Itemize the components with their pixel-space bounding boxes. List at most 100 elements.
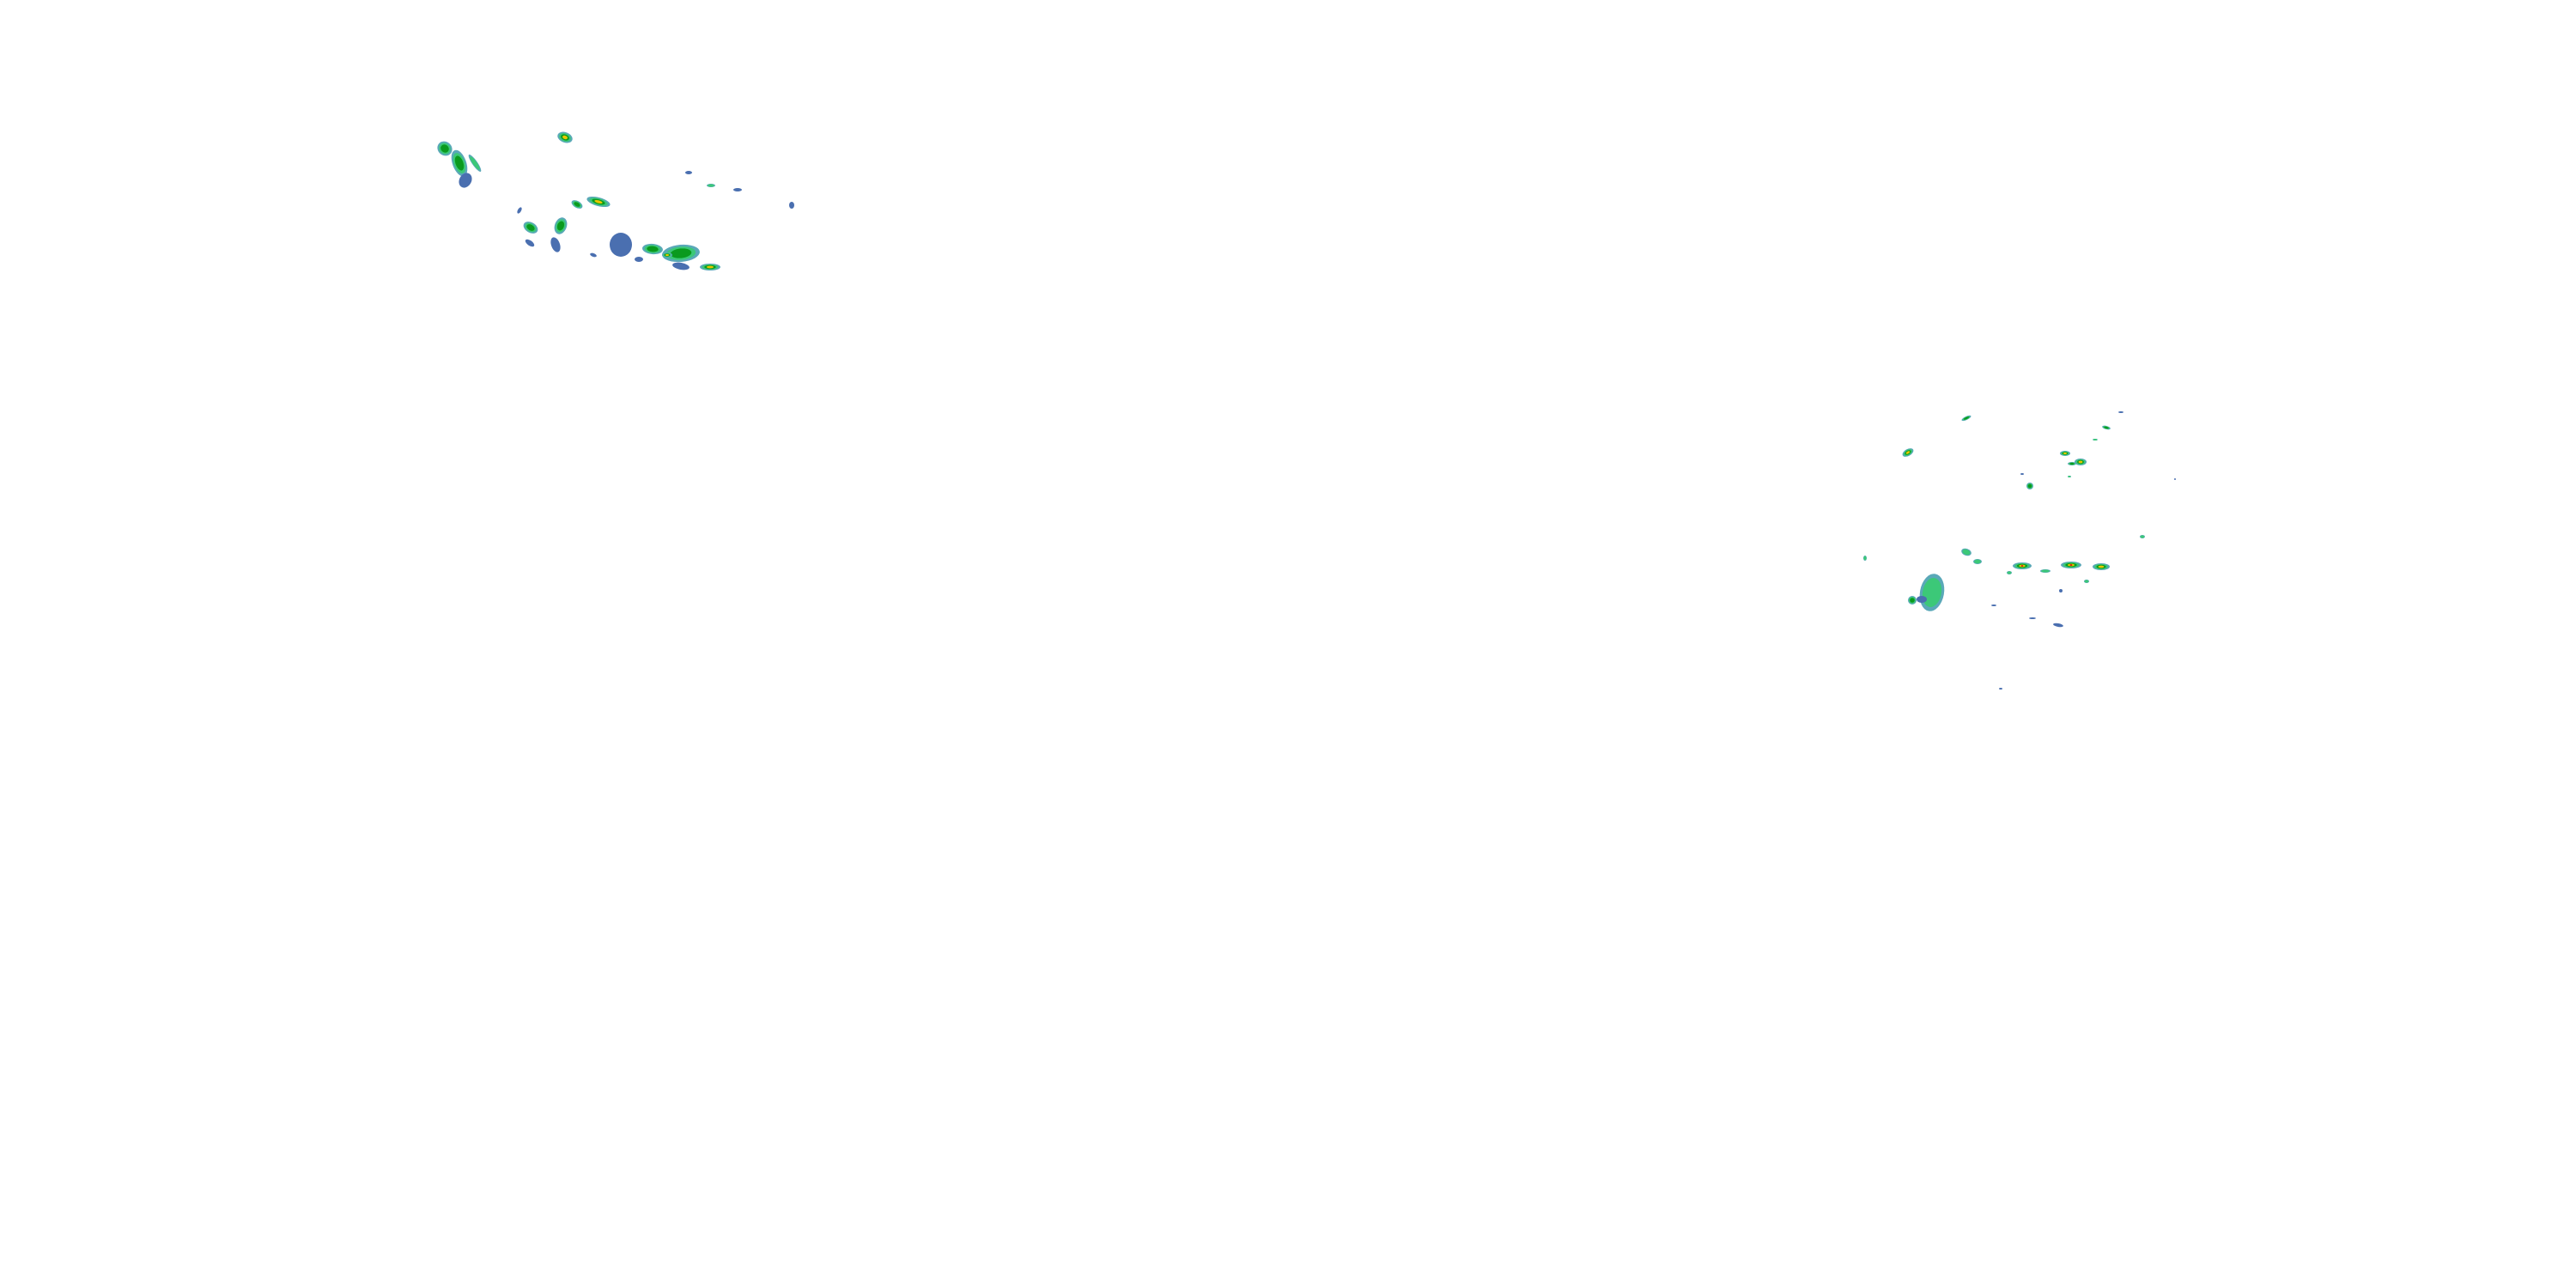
reflectivity-level-0 (2029, 617, 2036, 619)
radar-echo-cell (586, 196, 611, 208)
reflectivity-level-2 (2027, 483, 2032, 489)
reflectivity-level-0 (590, 252, 597, 258)
radar-echo-cell (554, 217, 568, 234)
radar-echo-cell (2174, 478, 2176, 480)
reflectivity-level-1 (1863, 556, 1867, 561)
radar-echo-cell (2075, 459, 2087, 465)
radar-echo-cell (557, 131, 573, 143)
radar-echo-cell (2068, 462, 2076, 465)
radar-echo-cell (610, 233, 632, 257)
radar-echo-cell (437, 141, 453, 156)
radar-echo-cell (571, 200, 583, 209)
radar-echo-cell (523, 222, 538, 234)
reflectivity-level-0 (1991, 605, 1996, 606)
radar-echo-cell (517, 207, 522, 214)
radar-echo-cell (2093, 563, 2110, 570)
radar-echo-cell (2029, 617, 2036, 619)
radar-echo-cell (2061, 562, 2081, 568)
reflectivity-level-2 (2069, 462, 2075, 465)
radar-echo-cell (685, 171, 692, 174)
reflectivity-level-2 (1963, 416, 1970, 420)
radar-echo-cell (1961, 548, 1971, 556)
radar-echo-cell (707, 184, 715, 187)
radar-echo-cell (1863, 556, 1867, 561)
reflectivity-level-2 (670, 248, 692, 258)
radar-echo-cell (1999, 688, 2002, 690)
radar-echo-cell (672, 262, 690, 270)
radar-echo-cell (1917, 596, 1927, 603)
reflectivity-level-0 (635, 257, 643, 262)
reflectivity-level-2 (2104, 426, 2109, 429)
radar-echo-cell (468, 155, 482, 172)
radar-echo-cell (662, 252, 672, 258)
radar-echo-cell (642, 243, 663, 255)
reflectivity-level-1 (2084, 580, 2089, 583)
reflectivity-level-3 (1905, 451, 1911, 454)
reflectivity-level-3 (665, 253, 670, 257)
reflectivity-level-1 (1974, 559, 1981, 564)
radar-echo-cell (2007, 571, 2012, 574)
reflectivity-level-0 (733, 188, 742, 191)
radar-echo-cell (1973, 559, 1982, 564)
radar-echo-cell (2140, 535, 2145, 538)
radar-echo-cell (459, 173, 472, 188)
radar-echo-cell (1902, 448, 1914, 457)
radar-echo-cell (2026, 483, 2033, 489)
radar-echo-cell (2102, 425, 2111, 430)
radar-echo-cell (1919, 574, 1945, 611)
reflectivity-level-0 (1917, 596, 1927, 603)
reflectivity-level-0 (517, 207, 522, 214)
radar-echo-cell (2020, 473, 2024, 475)
radar-echo-cell (2093, 439, 2098, 440)
radar-echo-cell (635, 257, 643, 262)
reflectivity-level-3 (2078, 460, 2083, 464)
radar-echo-cell (1961, 415, 1971, 422)
reflectivity-level-3 (2063, 452, 2068, 455)
reflectivity-level-2 (526, 224, 535, 231)
radar-echo-cell (733, 188, 742, 191)
reflectivity-level-0 (2118, 411, 2123, 413)
reflectivity-level-2 (647, 246, 659, 252)
radar-echo-cell (2060, 451, 2070, 456)
reflectivity-level-0 (550, 237, 561, 252)
reflectivity-level-0 (672, 262, 690, 270)
radar-echo-cell (1991, 605, 1996, 606)
radar-echo-cell (662, 244, 700, 263)
reflectivity-level-1 (2093, 439, 2098, 440)
reflectivity-level-4 (2020, 565, 2024, 567)
reflectivity-level-3 (2098, 565, 2105, 568)
reflectivity-level-1 (1922, 577, 1942, 608)
radar-echo-cell (2059, 589, 2063, 592)
reflectivity-level-2 (454, 155, 465, 171)
reflectivity-level-3 (594, 199, 603, 204)
radar-echo-cell (2053, 623, 2063, 628)
reflectivity-level-0 (2174, 478, 2176, 480)
reflectivity-level-1 (2140, 535, 2145, 538)
reflectivity-level-0 (610, 233, 632, 257)
reflectivity-level-0 (2053, 623, 2063, 628)
reflectivity-level-2 (440, 144, 449, 153)
reflectivity-level-1 (1962, 549, 1971, 556)
reflectivity-level-0 (2059, 589, 2063, 592)
radar-echo-cell (451, 149, 468, 177)
reflectivity-level-3 (562, 135, 568, 140)
reflectivity-level-0 (685, 171, 692, 174)
reflectivity-level-0 (459, 173, 472, 188)
reflectivity-level-0 (789, 202, 794, 209)
radar-echo-cell (700, 264, 720, 270)
reflectivity-level-1 (2007, 571, 2012, 574)
radar-echo-cell (2013, 562, 2032, 569)
reflectivity-level-1 (470, 156, 480, 170)
reflectivity-level-0 (2020, 473, 2024, 475)
radar-echo-cell (2040, 569, 2050, 573)
radar-echo-cell (2084, 580, 2089, 583)
reflectivity-level-2 (556, 221, 565, 231)
radar-echo-cell (2118, 411, 2123, 413)
reflectivity-level-3 (706, 265, 714, 269)
reflectivity-level-0 (1999, 688, 2002, 690)
reflectivity-level-0 (525, 239, 535, 247)
radar-echo-cell (2068, 476, 2071, 477)
reflectivity-level-2 (1910, 598, 1915, 603)
